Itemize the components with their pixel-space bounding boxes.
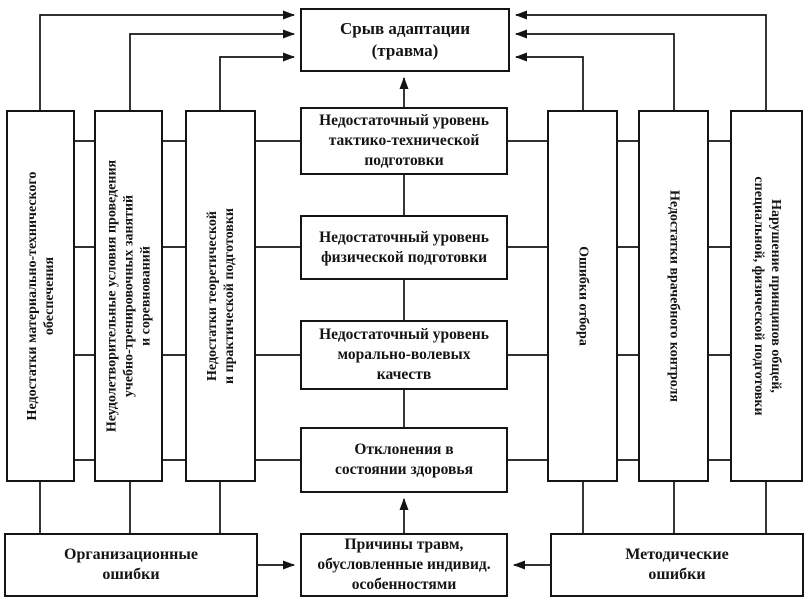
box-tactical-technical-level: Недостаточный уровень тактико-техническо…: [300, 107, 508, 175]
box-health-deviations: Отклонения в состоянии здоровья: [300, 427, 508, 493]
box-moral-volitional-level-label: Недостаточный уровень морально-волевых к…: [319, 326, 489, 383]
box-material-technical-shortcomings: Недостатки материально-технического обес…: [6, 110, 75, 482]
arrow-right3-to-top-box: [515, 10, 767, 110]
box-organizational-errors: Организационные ошибки: [4, 533, 258, 597]
box-medical-control-shortcomings-label: Недостатки врачебного контроля: [666, 190, 682, 402]
box-selection-errors-label: Ошибки отбора: [575, 246, 591, 346]
arrow-left1-to-top-box: [39, 10, 295, 110]
arrow-left2-to-top-box: [129, 29, 295, 110]
box-methodical-errors-label: Методические ошибки: [625, 545, 729, 583]
box-principles-violation: Нарушение принципов общей, специальной, …: [730, 110, 803, 482]
box-selection-errors: Ошибки отбора: [547, 110, 618, 482]
box-moral-volitional-level: Недостаточный уровень морально-волевых к…: [300, 320, 508, 390]
box-adaptation-failure: Срыв адаптации (травма): [300, 8, 510, 72]
box-theoretical-practical-shortcomings: Недостатки теоретической и практической …: [185, 110, 256, 482]
arrow-right1-to-top-box: [515, 52, 584, 110]
arrow-left3-to-top-box: [219, 52, 295, 110]
box-health-deviations-label: Отклонения в состоянии здоровья: [335, 441, 473, 478]
line-bottomleft-columns: [39, 482, 221, 533]
box-individual-causes-label: Причины травм, обусловленные индивид. ос…: [317, 536, 491, 593]
line-bottomright-columns: [582, 482, 767, 533]
box-physical-level-label: Недостаточный уровень физической подгото…: [319, 228, 489, 266]
box-material-technical-shortcomings-label: Недостатки материально-технического обес…: [24, 171, 57, 421]
box-unsatisfactory-conditions: Неудолетворительные условия проведения у…: [94, 110, 163, 482]
box-individual-causes: Причины травм, обусловленные индивид. ос…: [300, 533, 508, 597]
box-organizational-errors-label: Организационные ошибки: [64, 545, 198, 583]
box-methodical-errors: Методические ошибки: [550, 533, 804, 597]
box-principles-violation-label: Нарушение принципов общей, специальной, …: [750, 176, 783, 416]
box-adaptation-failure-label: Срыв адаптации (травма): [339, 19, 471, 60]
box-tactical-technical-level-label: Недостаточный уровень тактико-техническо…: [319, 112, 489, 169]
arrow-right2-to-top-box: [515, 29, 675, 110]
box-physical-level: Недостаточный уровень физической подгото…: [300, 215, 508, 280]
box-medical-control-shortcomings: Недостатки врачебного контроля: [638, 110, 709, 482]
box-unsatisfactory-conditions-label: Неудолетворительные условия проведения у…: [103, 159, 154, 433]
box-theoretical-practical-shortcomings-label: Недостатки теоретической и практической …: [204, 208, 237, 384]
